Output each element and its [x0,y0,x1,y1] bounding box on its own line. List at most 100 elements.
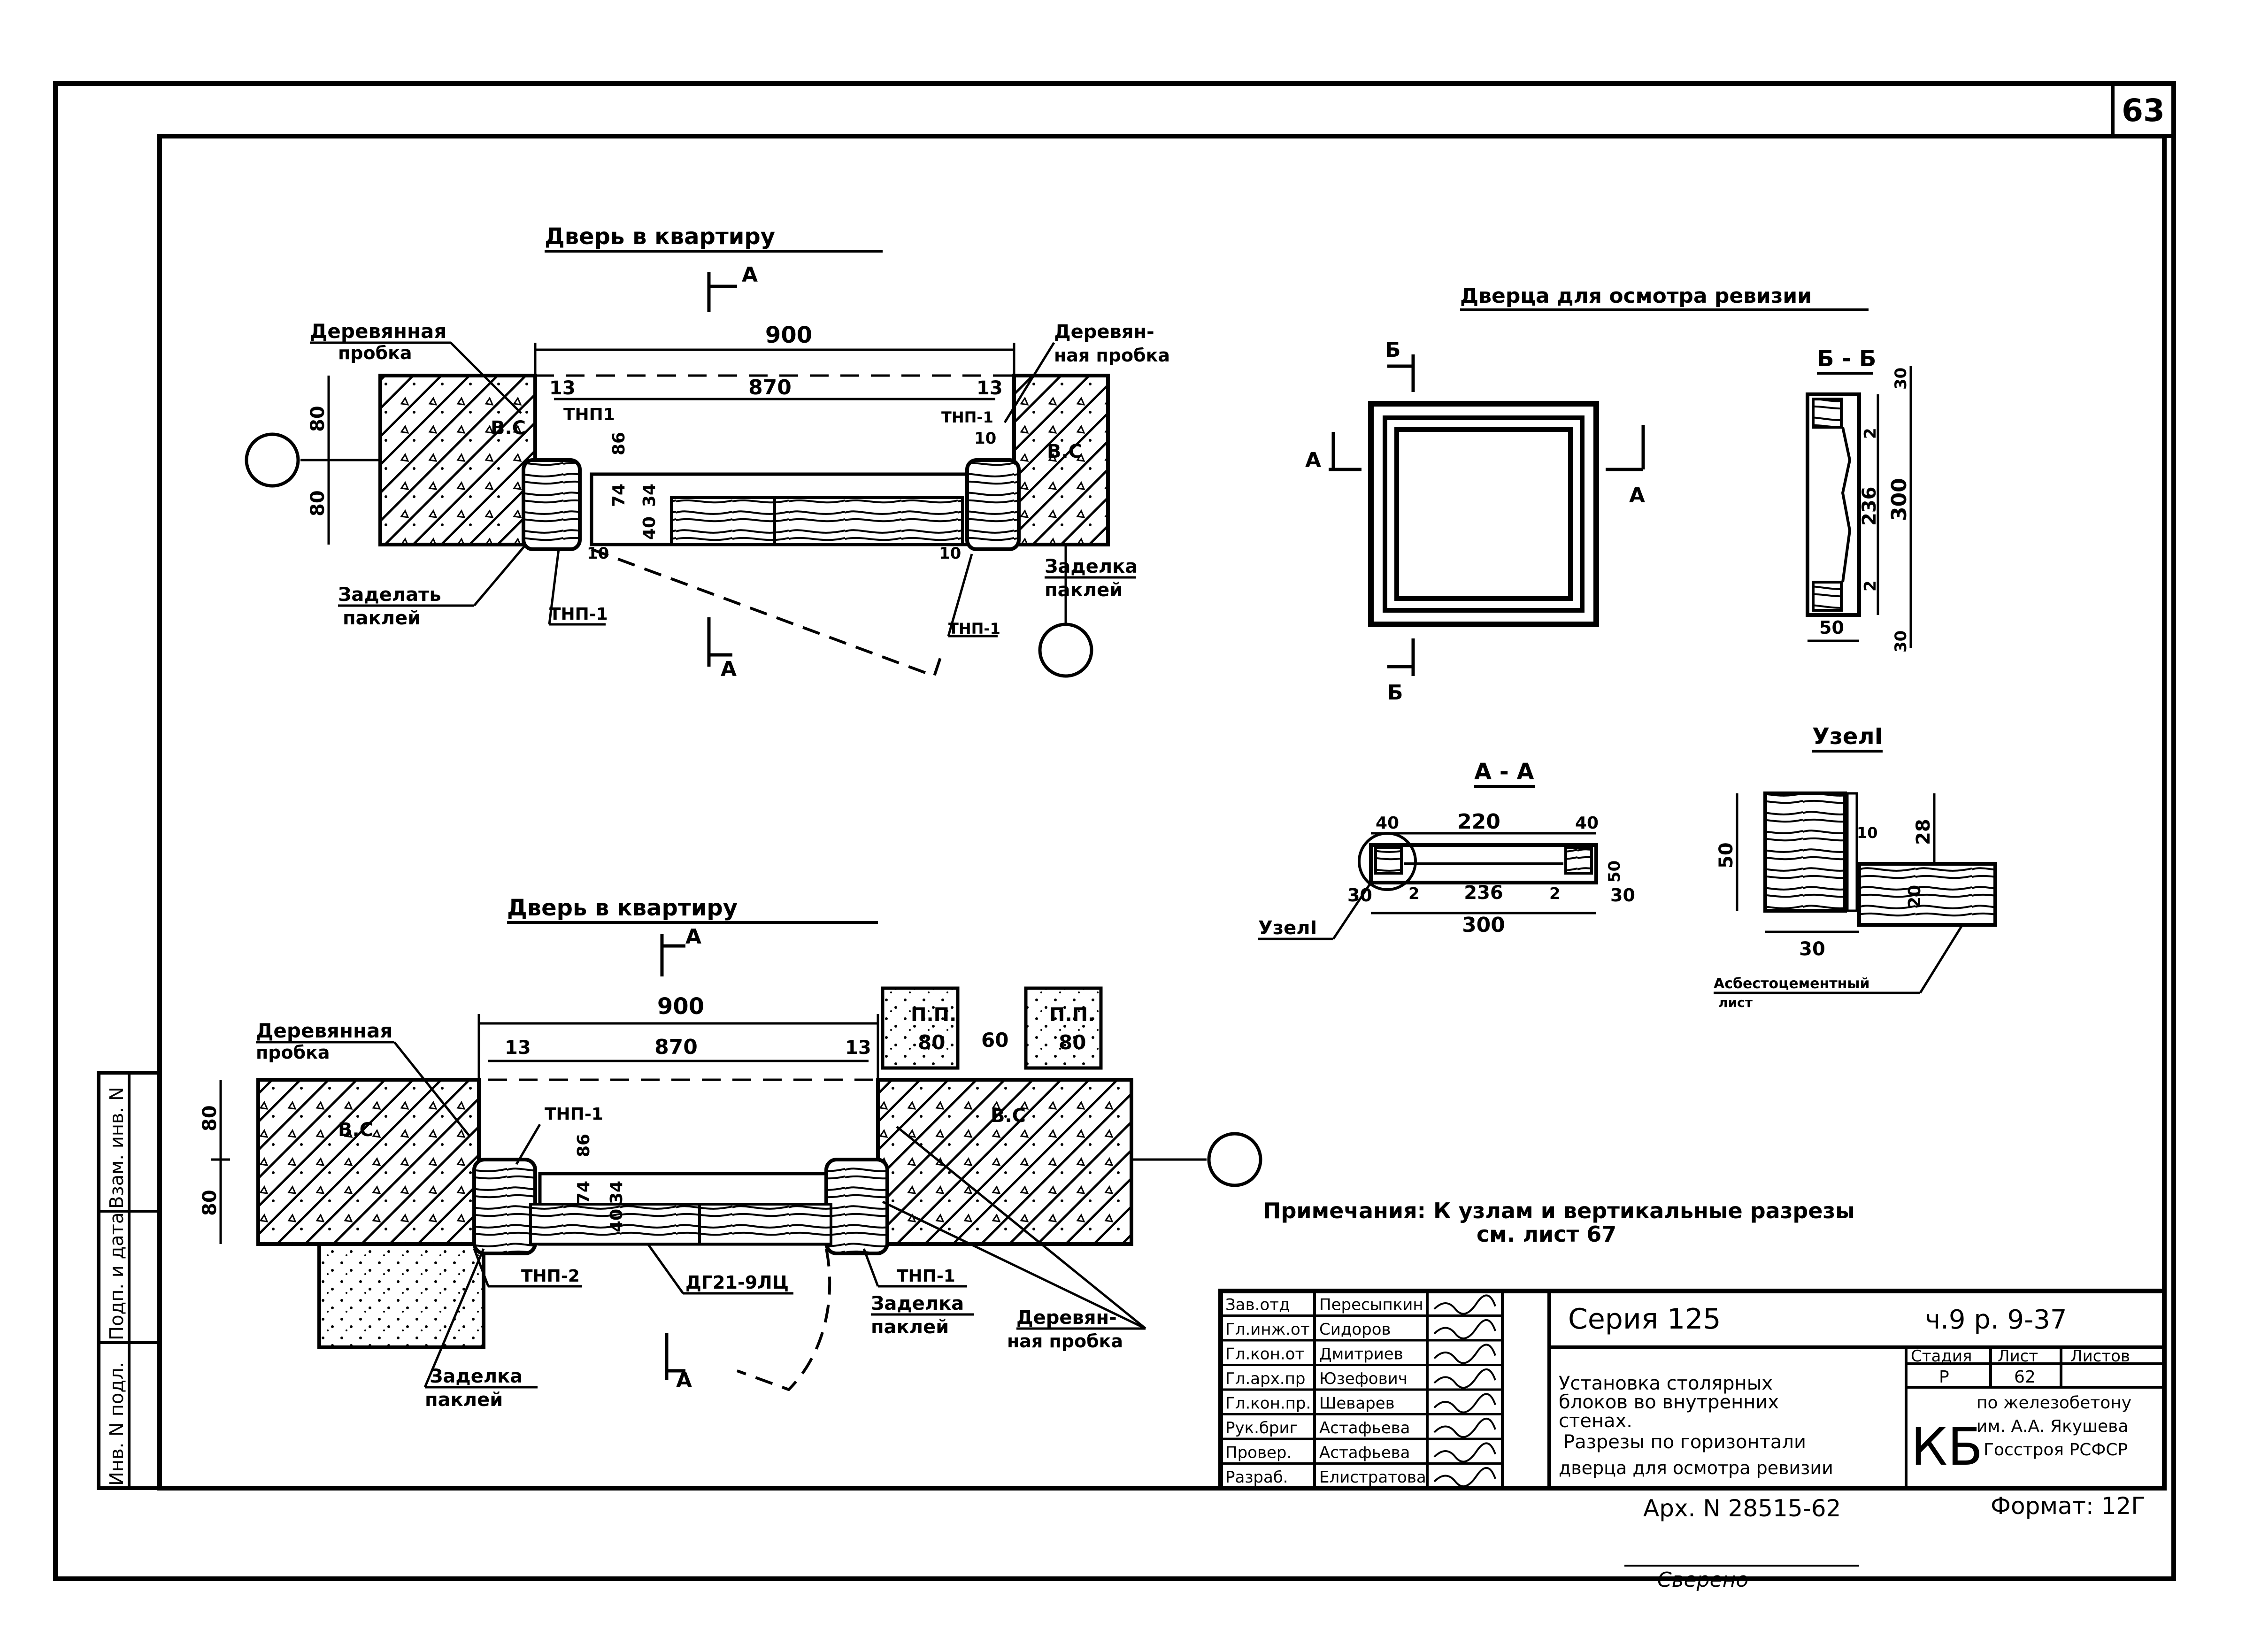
inner-frame [157,134,2167,1491]
door-top-dim-10-b: 10 [939,544,961,563]
door-top-label-seal-right-1: Заделка [1045,556,1138,577]
door-top-tnp-3: ТНП-1 [941,408,993,426]
door-bottom-concrete-mark-left: В.С [338,1119,373,1141]
hatch-inner [1394,427,1573,601]
door-top-tnp-2: ТНП-1 [549,605,608,624]
tb-header-sheet: Лист [1998,1347,2038,1366]
section-bb: Б - Б 30 2 236 300 2 50 30 [1806,346,1912,653]
node1-dim-20: 20 [1905,885,1924,908]
node1-dim-50: 50 [1715,842,1737,868]
tb-role: Провер. [1225,1444,1292,1462]
door-bottom-label-wood-plug-right-2: ная пробка [1007,1331,1123,1352]
section-bb-dim-2-top: 2 [1861,428,1880,439]
door-top-label-wood-plug-right-2: ная пробка [1054,345,1170,366]
section-bb-dim-2-bottom: 2 [1861,580,1880,592]
door-bottom-dim-86: 86 [574,1134,593,1157]
door-bottom-tnp-left: ТНП-1 [545,1105,603,1124]
door-bottom-label-seal-right-2: паклей [871,1316,949,1338]
tb-signature [1433,1417,1496,1438]
door-bottom-wall-right [876,1078,1133,1246]
tb-part: ч.9 р. 9-37 [1925,1305,2067,1335]
door-bottom-pp-box-2 [1024,986,1103,1070]
section-aa-body [1369,843,1598,884]
door-top-dim-10-c: 10 [974,429,996,448]
stamp-vzam-inv: Взам. инв. N [106,1087,128,1209]
door-top-dim-side-left: 13 [549,377,576,399]
node1-door-leaf [1857,862,1997,927]
door-top-node-marker-right [1038,622,1093,678]
tb-header-stage: Стадия [1911,1347,1972,1366]
tb-header-sheets: Листов [2070,1347,2130,1366]
door-bottom-door-mark: ДГ21-9ЛЦ [685,1272,789,1293]
tb-role: Зав.отд [1225,1296,1290,1314]
tb-desc-5: дверца для осмотра ревизии [1559,1458,1833,1478]
node1-material-1: Асбестоцементный [1714,976,1870,992]
hatch-mid [1383,415,1585,613]
section-aa-dim-30-right: 30 [1610,885,1635,906]
section-bb-body [1806,392,1861,617]
door-bottom-dim-74: 74 [574,1181,593,1204]
tb-name: Елистратова [1319,1468,1426,1487]
door-bottom-label-seal-left-1: Заделка [430,1366,523,1387]
tb-name: Астафьева [1319,1444,1410,1462]
door-bottom-dim-clear: 870 [654,1035,698,1059]
door-top-concrete-mark-right: В.С [1047,441,1082,462]
tb-stage: Р [1939,1368,1949,1387]
tb-role: Гл.кон.пр. [1225,1394,1311,1413]
door-bottom-dim-side-right: 13 [845,1037,871,1059]
door-bottom-label-wood-plug-right-1: Деревян- [1016,1307,1117,1329]
door-top-label-seal-left-1: Заделать [338,584,441,606]
door-bottom-dim-80-a: 80 [199,1105,221,1131]
section-aa-dim-236: 236 [1464,882,1503,904]
door-top-label-wood-plug-right-1: Деревян- [1054,321,1154,343]
side-stamp: Инв. N подл. Подп. и дата Взам. инв. N [97,1071,162,1490]
door-top-concrete-mark-left: В.С [491,417,526,439]
section-aa-dim-220: 220 [1457,810,1500,834]
tb-signature [1433,1393,1496,1414]
tb-series: Серия 125 [1568,1303,1721,1336]
door-top-dim-40: 40 [640,516,659,540]
door-top-label-wood-plug-left-1: Деревянная [310,320,446,343]
door-top-section-mark-top: А [742,263,758,287]
tb-role: Гл.инж.от [1225,1320,1310,1339]
door-top-frame-left [522,458,582,551]
format-label: Формат: 12Г [1991,1492,2146,1520]
note-line-1: Примечания: К узлам и вертикальные разре… [1263,1198,1855,1223]
node1-dim-30: 30 [1799,938,1825,960]
door-top-node-marker-left [245,432,300,488]
node1-frame-block [1763,791,1847,913]
door-bottom-tnp-bottom-left: ТНП-2 [521,1267,580,1286]
door-top-leaf [670,496,964,546]
door-top-dim-80-b: 80 [307,490,329,516]
door-bottom-pp-label-2: П.П. [1049,1004,1095,1026]
node1-dim-10: 10 [1857,824,1878,842]
hatch-mark-b-top: Б [1385,338,1401,362]
door-bottom-pp-value-1: 80 [918,1031,945,1054]
tb-org-2: им. А.А. Якушева [1977,1417,2128,1436]
stamp-podp-data: Подп. и дата [106,1213,128,1340]
hatch-outer [1368,401,1599,627]
tb-org-1: по железобетону [1977,1393,2131,1413]
tb-signature [1433,1467,1496,1487]
tb-name: Шеварев [1319,1394,1395,1413]
door-bottom-label-wood-plug-left-1: Деревянная [256,1019,392,1042]
tb-sheet: 62 [2014,1368,2036,1387]
door-bottom-view: Дверь в квартиру А А В.С В.С П.П. 80 П.П… [199,895,1262,1411]
door-top-label-seal-left-2: паклей [343,607,421,629]
section-aa-node-label: УзелI [1258,917,1317,939]
door-top-dim-34: 34 [640,484,659,507]
section-aa-dim-2-right: 2 [1549,884,1561,903]
door-top-wall-left [378,374,537,546]
door-top-section-mark-bottom: А [721,657,737,681]
archive-number: Арх. N 28515-62 [1643,1495,1841,1522]
hatch-mark-a-right: А [1629,484,1645,507]
door-bottom-dim-overall: 900 [657,993,704,1020]
door-bottom-label-seal-left-2: паклей [425,1389,503,1411]
tb-signature [1433,1344,1496,1364]
sheet-number-box [2111,82,2176,138]
door-top-dim-74: 74 [609,484,629,507]
tb-name: Пересыпкин [1319,1296,1423,1314]
section-bb-dim-50: 50 [1819,617,1844,638]
section-aa-dim-40-left: 40 [1376,814,1399,833]
